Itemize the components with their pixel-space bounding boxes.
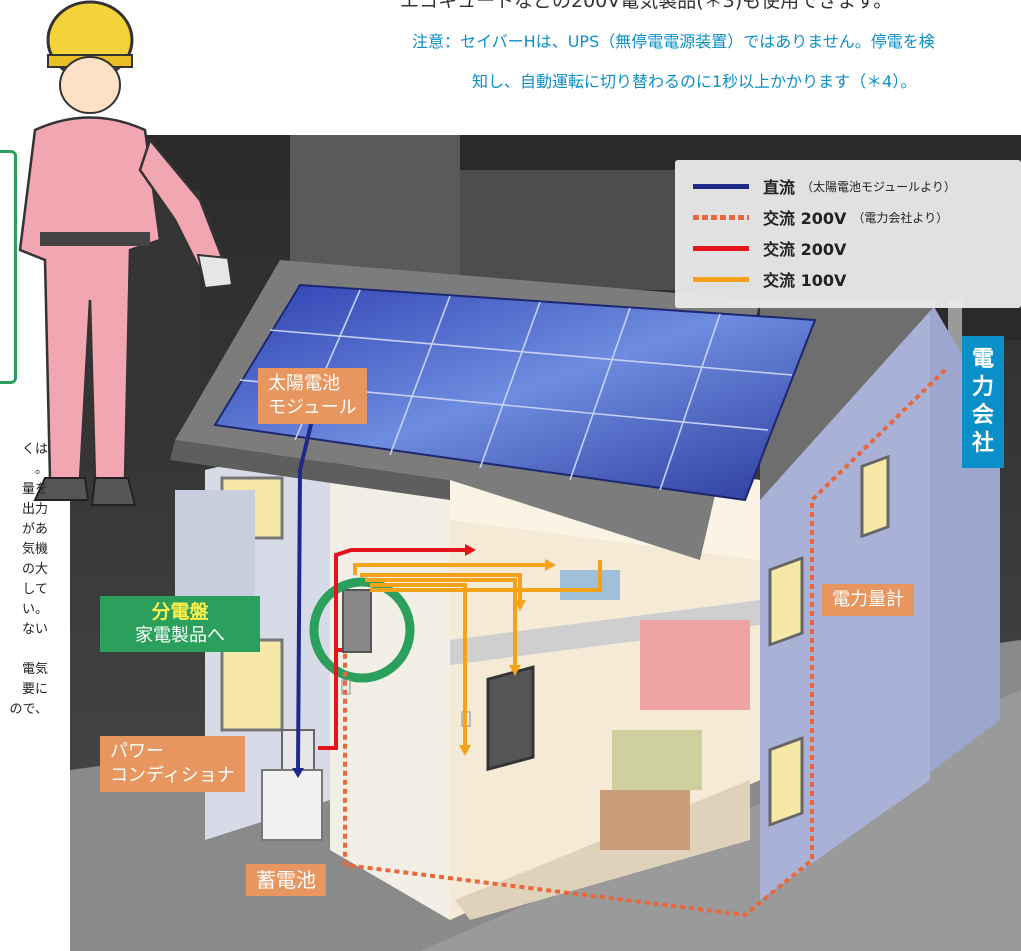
left-text-line: 電気 [21, 662, 48, 677]
legend-line-ac100 [693, 276, 749, 282]
legend-item-dc: 直流 （太陽電池モジュールより） [693, 174, 956, 198]
meter-label: 電力量計 [822, 584, 914, 616]
company-char: 力 [971, 375, 994, 400]
company-char: 会 [971, 403, 994, 428]
legend-item-ac200-grid: 交流 200V （電力会社より） [693, 205, 948, 229]
legend-label: 交流 100V [763, 271, 847, 290]
power-label-line2: コンディショナ [110, 765, 235, 786]
left-text-line: ない [21, 622, 48, 637]
battery-label: 蓄電池 [246, 864, 326, 896]
left-text-line: 気機 [21, 542, 48, 557]
worker-illustration [18, 0, 234, 506]
battery-unit [261, 769, 323, 841]
ac100-wires [353, 560, 602, 745]
distribution-board [342, 589, 372, 653]
legend-line-ac200 [693, 245, 749, 251]
legend-label: 交流 200V [763, 240, 847, 259]
window-right-2 [768, 556, 804, 647]
power-label-line1: パワー [110, 741, 164, 762]
legend-sublabel: （太陽電池モジュールより） [801, 179, 956, 194]
legend-line-ac200-grid [693, 214, 749, 220]
solar-module-label: 太陽電池 モジュール [258, 368, 367, 424]
left-text-line: の大 [21, 562, 48, 577]
panel-title: 分電盤 [151, 601, 209, 623]
grid-wire [343, 368, 947, 918]
bed [640, 620, 750, 710]
distribution-board-label: 分電盤 家電製品へ [100, 596, 260, 652]
caution-line-2: 知し、自動運転に切り替わるのに1秒以上かかります（＊4）。 [472, 72, 917, 91]
solar-label-line2: モジュール [268, 397, 357, 418]
company-char: 電 [971, 347, 994, 372]
legend-item-ac100: 交流 100V [693, 267, 846, 291]
left-text-line: 量を [21, 482, 48, 497]
sofa [612, 730, 702, 790]
distribution-board-highlight [309, 577, 415, 683]
window-right-3 [768, 736, 804, 827]
left-text-line: くは [21, 442, 48, 457]
left-text-line: 出力 [21, 502, 48, 517]
legend-label: 交流 200V [763, 209, 847, 228]
power-conditioner-label: パワー コンディショナ [100, 736, 245, 792]
left-text-line [0, 640, 48, 660]
left-text-line: 。 [34, 462, 48, 477]
tv [486, 665, 535, 772]
caution-line-1: 注意：セイバーHは、UPS（無停電電源装置）ではありません。停電を検 [412, 32, 935, 51]
power-company-label: 電 力 会 社 [962, 336, 1004, 468]
legend-line-dc [693, 183, 749, 189]
legend-label: 直流 [763, 178, 796, 197]
solar-label-line1: 太陽電池 [268, 373, 340, 394]
legend-item-ac200: 交流 200V [693, 236, 846, 260]
window-left-lower [220, 638, 284, 732]
window-right-1 [860, 454, 890, 539]
left-body-text: くは 。 量を 出力 があ 気機 の大 して い。 ない 電気 要に ので、 [0, 440, 48, 720]
dc-wire [296, 419, 314, 771]
left-text-line: して [22, 582, 48, 597]
left-text-line: い。 [21, 602, 48, 617]
legend: 直流 （太陽電池モジュールより） 交流 200V （電力会社より） 交流 200… [675, 160, 1021, 308]
panel-sub: 家電製品へ [135, 625, 225, 646]
header-cutoff-text: エコキュートなどの200V電気製品(＊3)も使用できます。 [400, 0, 893, 12]
left-text-line: ので、 [9, 702, 48, 717]
ac200-wire [318, 548, 465, 750]
left-text-line: 要に [21, 682, 48, 697]
left-text-line: があ [21, 522, 48, 537]
legend-sublabel: （電力会社より） [852, 210, 949, 225]
side-callout-border [0, 150, 17, 384]
company-char: 社 [971, 431, 994, 456]
